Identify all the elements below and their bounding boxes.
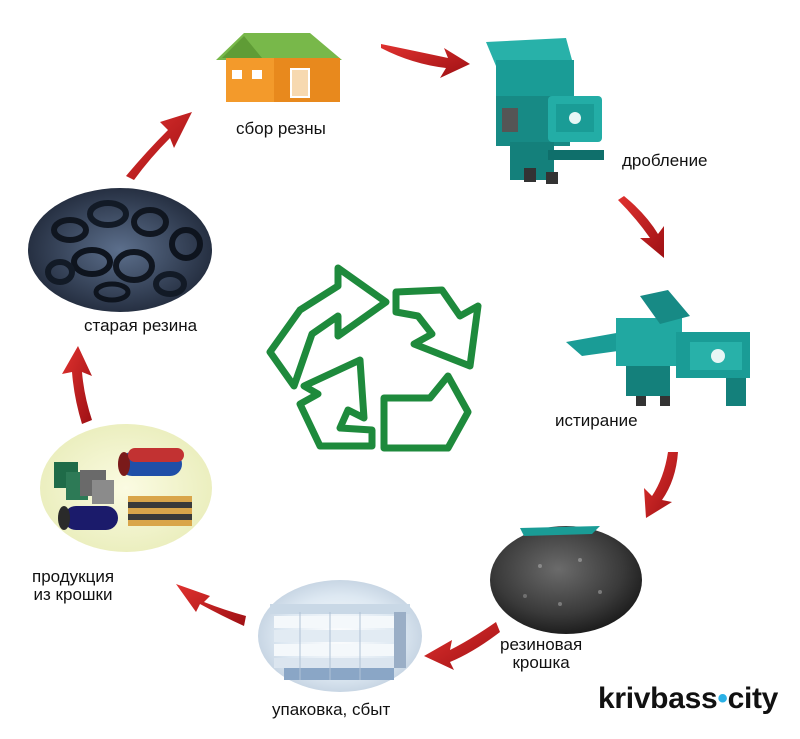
arrow-crumb-to-warehouse bbox=[424, 622, 500, 670]
label-crushing: дробление bbox=[622, 151, 708, 170]
warehouse-pallets-icon bbox=[258, 580, 422, 692]
brand-logo: krivbass•city bbox=[598, 682, 778, 716]
label-rubber-crumb-line2: крошка bbox=[512, 652, 570, 672]
brand-dot: • bbox=[717, 682, 728, 715]
arrow-tires-to-house bbox=[126, 112, 192, 180]
tire-pile-icon bbox=[28, 188, 212, 312]
label-grinding: истирание bbox=[555, 411, 638, 430]
house-icon bbox=[216, 33, 342, 102]
label-products-line2: из крошки bbox=[33, 584, 113, 604]
arrow-grinder-to-crumb bbox=[644, 452, 678, 518]
label-old-rubber: старая резина bbox=[84, 316, 198, 335]
arrow-crusher-to-grinder bbox=[618, 196, 664, 258]
arrow-warehouse-to-products bbox=[176, 584, 246, 626]
crusher-machine-icon bbox=[486, 38, 604, 184]
label-rubber-crumb-line1: резиновая bbox=[500, 635, 583, 654]
rubber-products-icon bbox=[40, 424, 212, 552]
arrow-products-to-tires bbox=[62, 346, 92, 424]
label-products: продукция из крошки bbox=[32, 568, 114, 604]
recycle-icon bbox=[266, 264, 482, 452]
label-collection: сбор резны bbox=[236, 119, 326, 138]
brand-suffix: city bbox=[727, 682, 779, 715]
label-products-line1: продукция bbox=[32, 567, 115, 586]
label-rubber-crumb: резиновая крошка bbox=[500, 636, 582, 672]
rubber-crumb-icon bbox=[490, 526, 642, 634]
brand-name: krivbass bbox=[598, 682, 718, 715]
label-packaging: упаковка, сбыт bbox=[272, 700, 391, 719]
grinder-machine-icon bbox=[566, 290, 750, 406]
arrow-house-to-crusher bbox=[381, 44, 470, 78]
